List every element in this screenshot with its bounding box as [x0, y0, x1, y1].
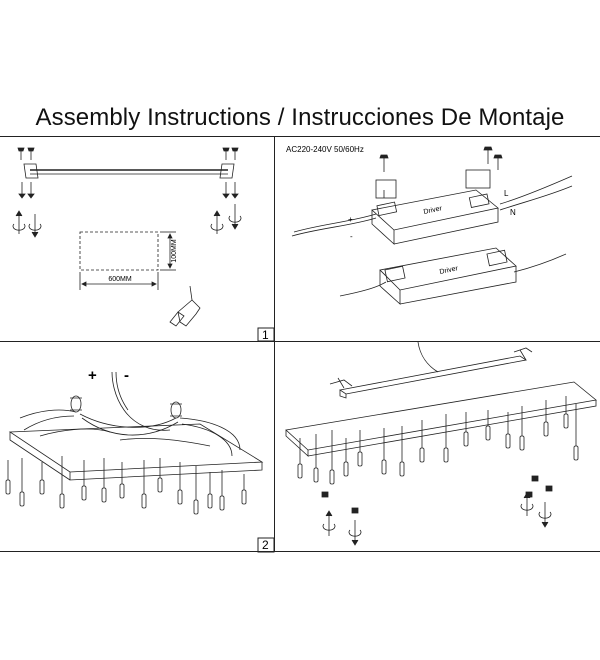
pendant-head [313, 467, 319, 483]
screw-icon [321, 475, 553, 514]
page-title: Assembly Instructions / Instrucciones De… [35, 104, 565, 131]
pendant-head [5, 479, 11, 495]
pendant-head [219, 495, 225, 511]
rotate-arrow-icon [322, 492, 552, 546]
driver-label: Driver [423, 205, 443, 216]
pendant-head [39, 479, 45, 495]
wire-plus: + [348, 215, 353, 224]
driver-box [339, 247, 567, 305]
drill-icon [169, 285, 201, 327]
pendant-head [141, 493, 147, 509]
pendant-head [241, 489, 247, 505]
pendant-head [519, 435, 525, 451]
panel-grid [0, 136, 600, 552]
pendant-head [505, 433, 511, 449]
wire-plus: + [88, 367, 97, 384]
screw-icon [379, 146, 503, 198]
pendant-head [357, 451, 363, 467]
pendant-head [177, 489, 183, 505]
pendant-rods [5, 456, 247, 515]
panel-driver-wiring [291, 146, 573, 305]
pendant-head [381, 459, 387, 475]
driver-box [371, 169, 499, 245]
pendant-head [573, 445, 579, 461]
panel-number-2: 2 [262, 538, 269, 552]
pendant-head [543, 421, 549, 437]
wires [19, 409, 241, 457]
wires [291, 175, 573, 237]
panel-number-1: 1 [262, 328, 269, 342]
pendant-head [329, 469, 335, 485]
voltage-label: AC220-240V 50/60Hz [286, 145, 364, 154]
wire-L: L [504, 189, 509, 198]
pendant-head [193, 499, 199, 515]
pendant-head [343, 461, 349, 477]
mounting-bar [23, 163, 235, 179]
pendant-head [59, 493, 65, 509]
pendant-rods [297, 396, 579, 485]
pendant-head [563, 413, 569, 429]
pendant-head [399, 461, 405, 477]
pendant-head [443, 447, 449, 463]
template-height-label: 100MM [171, 239, 178, 263]
pendant-head [463, 431, 469, 447]
pendant-head [485, 425, 491, 441]
pendant-head [119, 483, 125, 499]
pendant-head [207, 493, 213, 509]
template-width-label: 600MM [108, 276, 132, 283]
rotate-arrow-icon [12, 210, 42, 238]
wire-minus: - [124, 367, 129, 384]
drilling-template [79, 231, 176, 290]
panel-luminaire-wiring [8, 371, 264, 481]
driver-label-lower: Driver [439, 265, 459, 276]
mounting-bar [329, 347, 533, 399]
rotate-arrow-icon [210, 204, 242, 234]
panel-1 [12, 147, 275, 342]
screw-icon [17, 147, 35, 199]
panel-number-box [257, 537, 275, 553]
pendant-head [157, 477, 163, 493]
pendant-head [81, 485, 87, 501]
ceiling-plate [285, 381, 597, 457]
pendant-head [19, 491, 25, 507]
panel-ceiling-mount [285, 341, 597, 546]
wire-N: N [510, 208, 516, 217]
ceiling-plate [8, 423, 264, 481]
pendant-head [297, 463, 303, 479]
pendant-head [419, 447, 425, 463]
screw-icon [222, 147, 239, 199]
wire-minus: - [350, 232, 353, 241]
pendant-head [101, 487, 107, 503]
